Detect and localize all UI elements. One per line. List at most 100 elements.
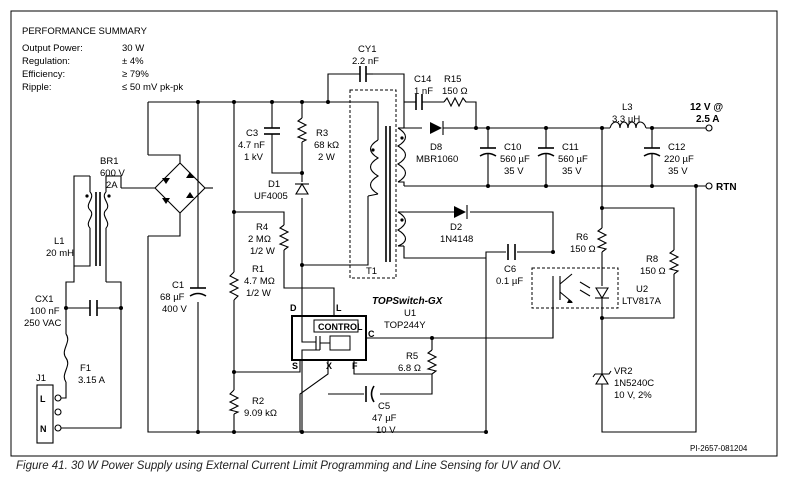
- cy1-value: 2.2 nF: [352, 56, 379, 67]
- r1-ref: R1: [252, 264, 264, 275]
- cx1-value: 100 nF: [30, 306, 60, 317]
- bridge-rectifier: BR1 600 V 2A: [100, 154, 213, 237]
- r8-value: 150 Ω: [640, 266, 666, 277]
- j1-ref: J1: [36, 373, 46, 384]
- c14-value: 1 nF: [414, 86, 433, 97]
- c6-value: 0.1 µF: [496, 276, 523, 287]
- d2-ref: D2: [450, 222, 462, 233]
- c14-ref: C14: [414, 74, 431, 85]
- d2-value: 1N4148: [440, 234, 473, 245]
- bias-supply: D2 1N4148 C6 0.1 µF: [440, 205, 523, 287]
- summary-row-value: 30 W: [122, 43, 144, 54]
- r15-value: 150 Ω: [442, 86, 468, 97]
- u1-pin-f: F: [352, 361, 358, 371]
- r6-value: 150 Ω: [570, 244, 596, 255]
- current-limit-network: R5 6.8 Ω C5 47 µF 10 V: [365, 349, 438, 436]
- summary-row-value: ≥ 79%: [122, 69, 149, 80]
- j1-pin-l: L: [40, 394, 46, 404]
- output-stage: C14 1 nF R15 150 Ω D8 MBR1060 C10 560 µF…: [404, 74, 737, 433]
- u2-value: LTV817A: [622, 296, 662, 307]
- rtn-label: RTN: [716, 182, 737, 193]
- input-stage: L N J1 F1 3.15 A CX1 100 nF 250 VAC L1: [24, 175, 123, 444]
- c1-rating: 400 V: [162, 304, 187, 315]
- d8-value: MBR1060: [416, 154, 458, 165]
- c12-ref: C12: [668, 142, 685, 153]
- r6-ref: R6: [576, 232, 588, 243]
- c11-ref: C11: [562, 142, 579, 153]
- r3-value: 68 kΩ: [314, 140, 339, 151]
- summary-title: PERFORMANCE SUMMARY: [22, 26, 148, 37]
- cy1-ref: CY1: [358, 44, 376, 55]
- transformer-t1: T1: [349, 89, 407, 279]
- c12-value: 220 µF: [664, 154, 694, 165]
- figure-caption: Figure 41. 30 W Power Supply using Exter…: [16, 460, 562, 472]
- u2-ref: U2: [636, 284, 648, 295]
- summary-row-label: Output Power:: [22, 43, 83, 54]
- l1-ref: L1: [54, 236, 65, 247]
- c12-rating: 35 V: [668, 166, 688, 177]
- br1-rating: 2A: [106, 180, 118, 191]
- summary-row-label: Regulation:: [22, 56, 70, 67]
- u1-value: TOP244Y: [384, 320, 426, 331]
- vout-current: 2.5 A: [696, 114, 720, 125]
- summary-row-label: Ripple:: [22, 82, 52, 93]
- u1-pin-c: C: [368, 329, 375, 339]
- r1-value: 4.7 MΩ: [244, 276, 275, 287]
- l3-ref: L3: [622, 102, 633, 113]
- cx1-rating: 250 VAC: [24, 318, 61, 329]
- br1-ref: BR1: [100, 156, 118, 167]
- clamp-snubber: C3 4.7 nF 1 kV R3 68 kΩ 2 W D1 UF4005: [238, 117, 339, 202]
- r4-value: 2 MΩ: [248, 234, 271, 245]
- d8-ref: D8: [430, 142, 442, 153]
- c11-rating: 35 V: [562, 166, 582, 177]
- c10-value: 560 µF: [500, 154, 530, 165]
- u1-pin-s: S: [292, 361, 298, 371]
- c3-ref: C3: [246, 128, 258, 139]
- r2-value: 9.09 kΩ: [244, 408, 277, 419]
- cx1-ref: CX1: [35, 294, 53, 305]
- performance-summary: PERFORMANCE SUMMARY Output Power: 30 W R…: [22, 26, 183, 93]
- vout-label: 12 V @: [690, 102, 723, 113]
- capacitor-c1: C1 68 µF 400 V: [160, 280, 207, 315]
- d1-value: UF4005: [254, 191, 288, 202]
- c5-value: 47 µF: [372, 413, 397, 424]
- r4-rating: 1/2 W: [250, 246, 275, 257]
- control-label: CONTROL: [318, 322, 363, 332]
- drawing-id: PI-2657-081204: [690, 444, 748, 453]
- f1-value: 3.15 A: [78, 375, 106, 386]
- schematic-border: [10, 10, 778, 457]
- r3-rating: 2 W: [318, 152, 335, 163]
- c3-value: 4.7 nF: [238, 140, 265, 151]
- l3-value: 3.3 µH: [612, 114, 640, 125]
- u1-pin-d: D: [290, 303, 297, 313]
- summary-row-value: ± 4%: [122, 56, 144, 67]
- summary-row-value: ≤ 50 mV pk-pk: [122, 82, 183, 93]
- vr2-value: 1N5240C: [614, 378, 654, 389]
- c1-value: 68 µF: [160, 292, 185, 303]
- r8-ref: R8: [646, 254, 658, 265]
- u1-pin-l: L: [336, 303, 342, 313]
- r15-ref: R15: [444, 74, 461, 85]
- u1-pin-x: X: [326, 361, 332, 371]
- br1-value: 600 V: [100, 168, 125, 179]
- optocoupler-u2: U2 LTV817A: [531, 267, 662, 309]
- t1-ref: T1: [366, 266, 377, 277]
- c5-ref: C5: [378, 401, 390, 412]
- u1-family: TOPSwitch-GX: [372, 296, 444, 307]
- c6-ref: C6: [504, 264, 516, 275]
- capacitor-cy1: CY1 2.2 nF: [352, 44, 379, 82]
- c3-rating: 1 kV: [244, 152, 264, 163]
- r2-ref: R2: [252, 396, 264, 407]
- c5-rating: 10 V: [376, 425, 396, 436]
- d1-ref: D1: [268, 179, 280, 190]
- c1-ref: C1: [172, 280, 184, 291]
- u1-topswitch: CONTROL D L C S X F TOPSwitch-GX U1 TOP2…: [290, 296, 444, 371]
- summary-row-label: Efficiency:: [22, 69, 65, 80]
- r5-value: 6.8 Ω: [398, 363, 421, 374]
- r3-ref: R3: [316, 128, 328, 139]
- vr2-ref: VR2: [614, 366, 632, 377]
- r5-ref: R5: [406, 351, 418, 362]
- c10-rating: 35 V: [504, 166, 524, 177]
- l1-value: 20 mH: [46, 248, 74, 259]
